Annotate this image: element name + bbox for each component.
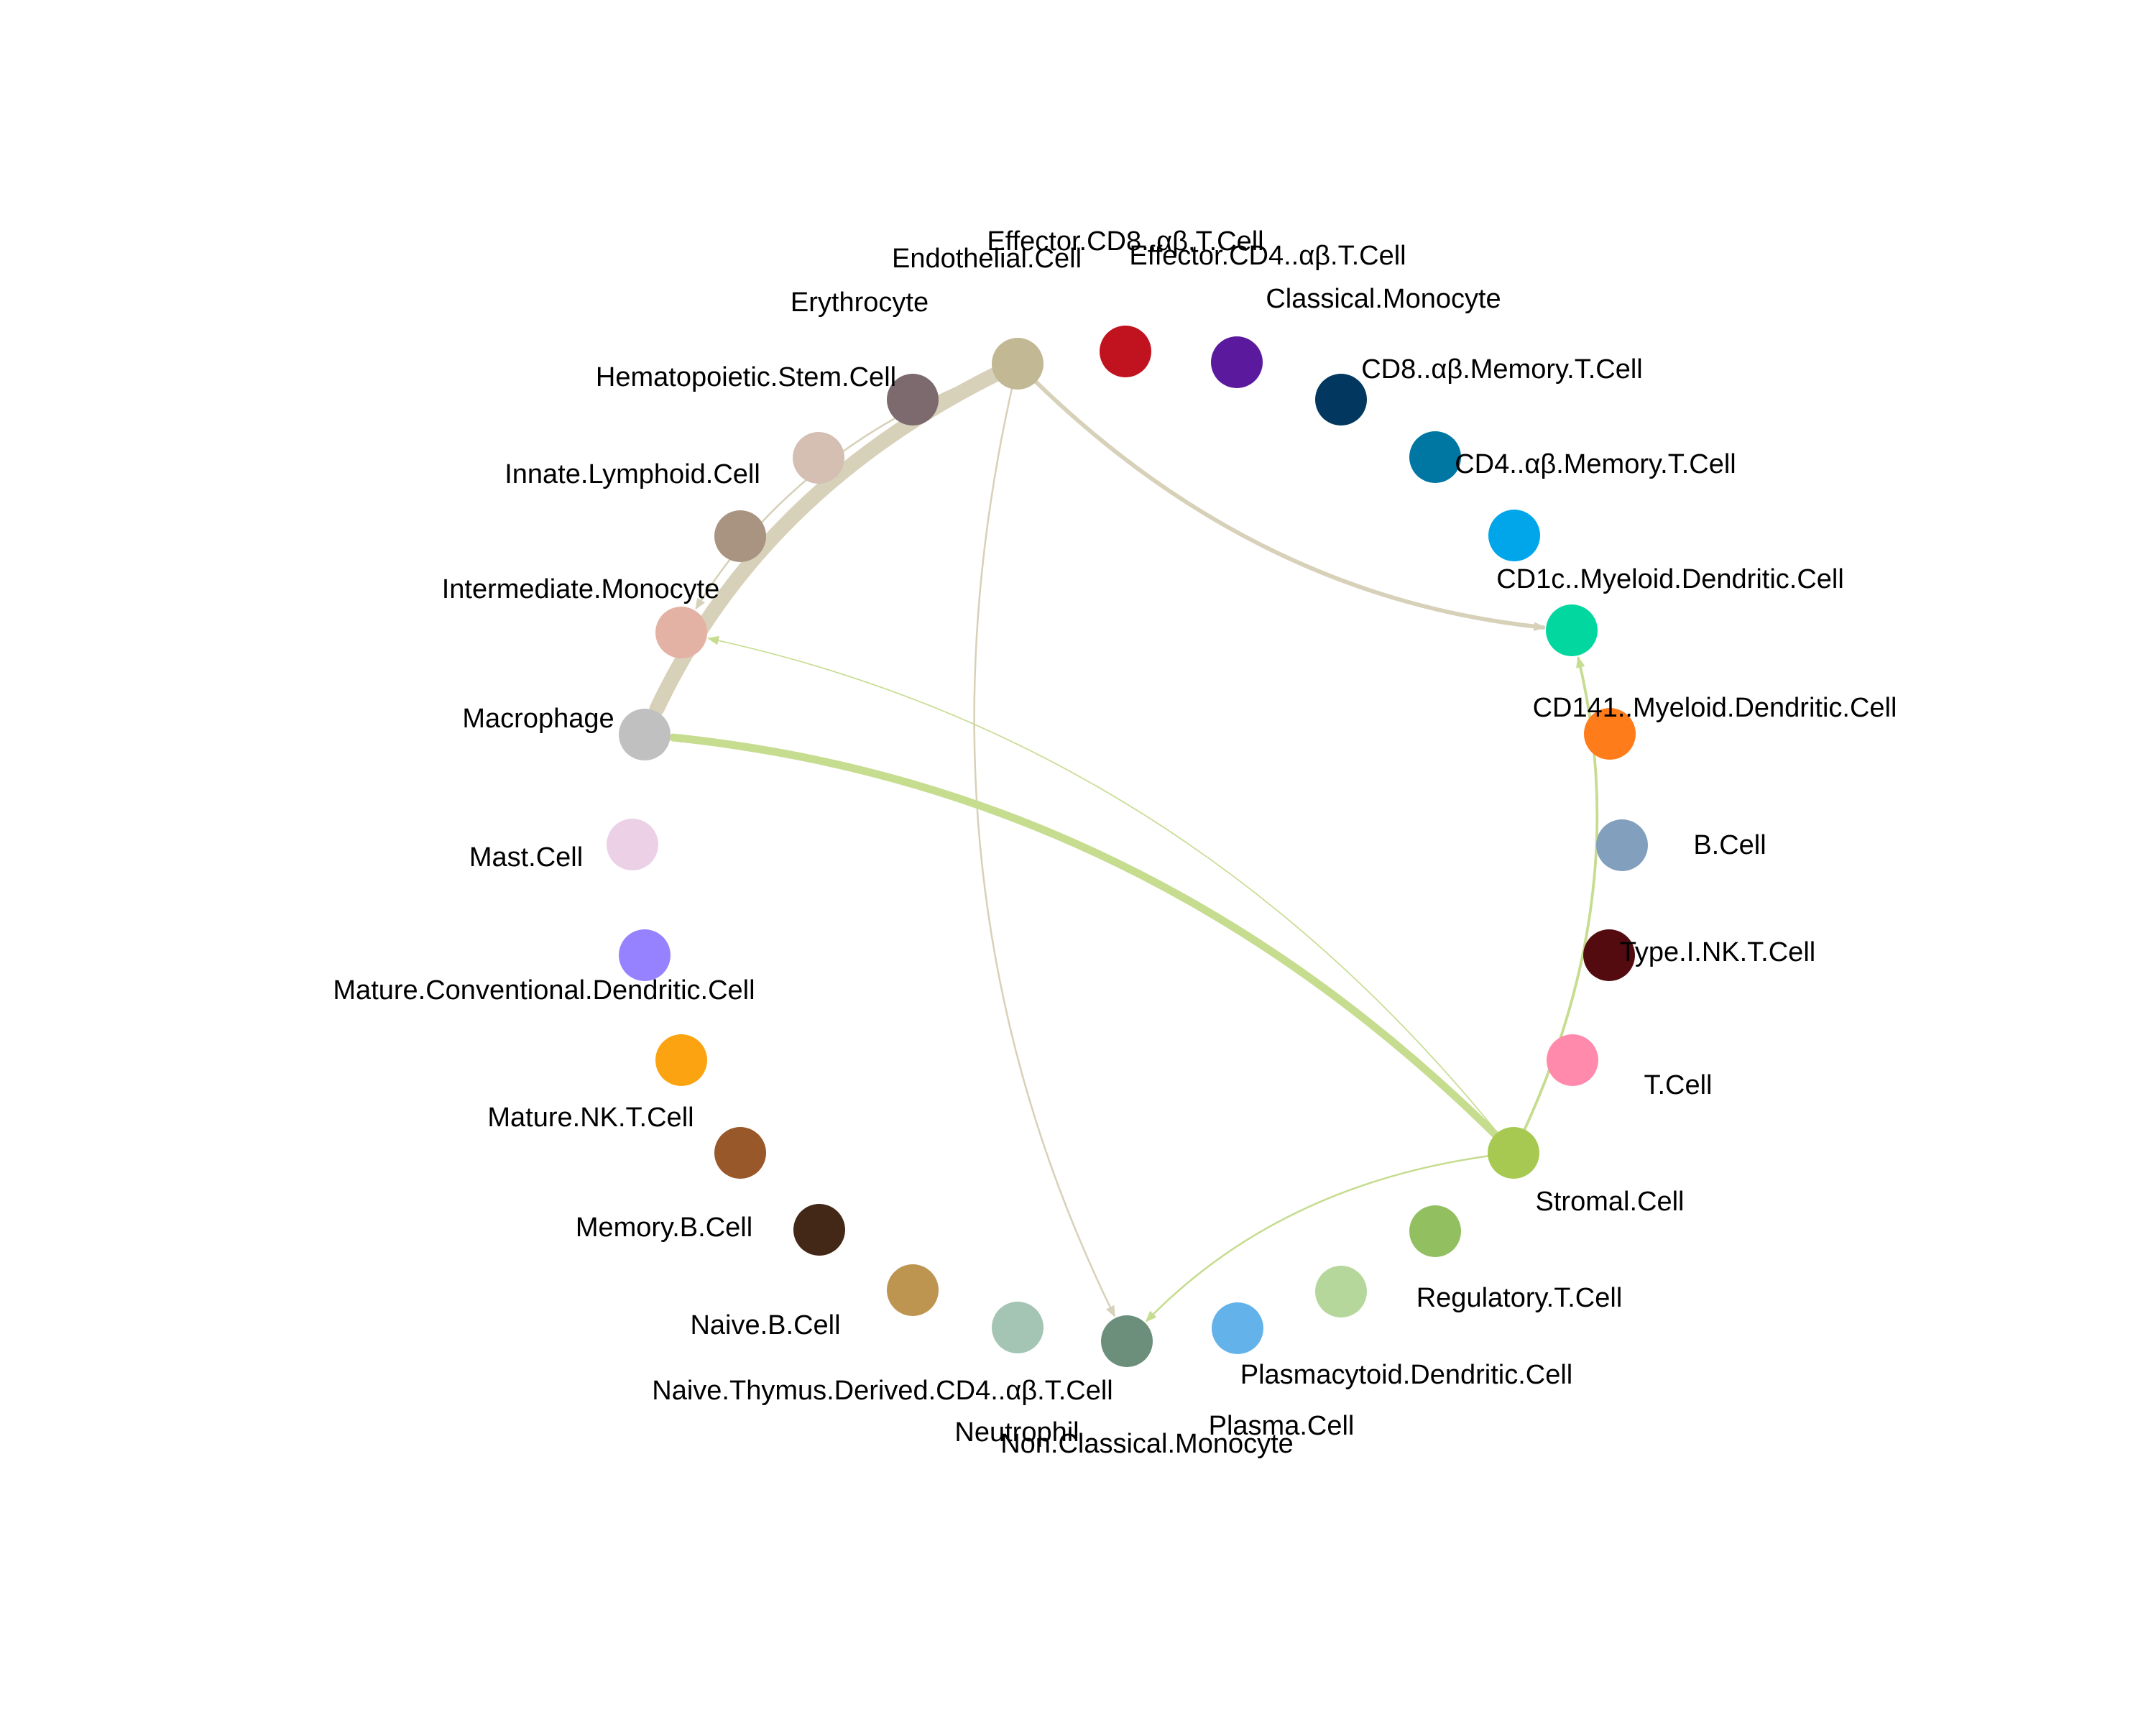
node-label-Plasmacytoid.Dendritic.Cell: Plasmacytoid.Dendritic.Cell bbox=[1240, 1360, 1573, 1390]
node-Naive.Thymus.Derived.CD4..αβ.T.Cell[interactable] bbox=[887, 1264, 939, 1316]
node-label-Non.Classical.Monocyte: Non.Classical.Monocyte bbox=[1000, 1429, 1294, 1459]
node-Endothelial.Cell[interactable] bbox=[992, 338, 1044, 390]
node-label-Mature.Conventional.Dendritic.Cell: Mature.Conventional.Dendritic.Cell bbox=[333, 975, 755, 1006]
node-label-Macrophage: Macrophage bbox=[462, 704, 614, 734]
node-T.Cell[interactable] bbox=[1547, 1034, 1598, 1086]
node-Plasmacytoid.Dendritic.Cell[interactable] bbox=[1315, 1266, 1367, 1317]
node-Hematopoietic.Stem.Cell[interactable] bbox=[793, 432, 844, 484]
node-Non.Classical.Monocyte[interactable] bbox=[1101, 1315, 1153, 1367]
node-Mature.NK.T.Cell[interactable] bbox=[655, 1034, 707, 1086]
edge-Stromal.Cell-to-Macrophage bbox=[669, 733, 1518, 1157]
node-CD4..αβ.Memory.T.Cell[interactable] bbox=[1488, 510, 1540, 561]
node-label-Naive.B.Cell: Naive.B.Cell bbox=[690, 1310, 840, 1340]
edge-Endothelial.Cell-to-CD1c..Myeloid.Dendritic.Cell bbox=[1015, 362, 1546, 631]
edge-Endothelial.Cell-to-Macrophage bbox=[649, 356, 1026, 717]
node-Memory.B.Cell[interactable] bbox=[714, 1127, 766, 1179]
node-label-CD141..Myeloid.Dendritic.Cell: CD141..Myeloid.Dendritic.Cell bbox=[1533, 693, 1897, 723]
edge-Stromal.Cell-to-Intermediate.Monocyte bbox=[706, 635, 1514, 1154]
node-Effector.CD8..αβ.T.Cell[interactable] bbox=[1100, 326, 1151, 377]
node-label-Erythrocyte: Erythrocyte bbox=[791, 288, 929, 318]
nodes-layer bbox=[607, 326, 1648, 1367]
node-Naive.B.Cell[interactable] bbox=[793, 1204, 845, 1256]
node-Classical.Monocyte[interactable] bbox=[1315, 374, 1367, 426]
node-label-Naive.Thymus.Derived.CD4..αβ.T.Cell: Naive.Thymus.Derived.CD4..αβ.T.Cell bbox=[652, 1376, 1112, 1406]
node-label-CD1c..Myeloid.Dendritic.Cell: CD1c..Myeloid.Dendritic.Cell bbox=[1496, 564, 1844, 594]
node-label-CD4..αβ.Memory.T.Cell: CD4..αβ.Memory.T.Cell bbox=[1455, 449, 1736, 479]
node-Innate.Lymphoid.Cell[interactable] bbox=[714, 510, 766, 562]
node-CD8..αβ.Memory.T.Cell[interactable] bbox=[1409, 431, 1461, 483]
node-label-Memory.B.Cell: Memory.B.Cell bbox=[576, 1213, 752, 1243]
node-label-Mature.NK.T.Cell: Mature.NK.T.Cell bbox=[487, 1103, 694, 1133]
edge-Stromal.Cell-to-Non.Classical.Monocyte bbox=[1145, 1151, 1515, 1322]
node-label-Classical.Monocyte: Classical.Monocyte bbox=[1266, 284, 1501, 314]
node-Mast.Cell[interactable] bbox=[607, 819, 658, 870]
node-Macrophage[interactable] bbox=[619, 709, 671, 760]
node-label-B.Cell: B.Cell bbox=[1693, 830, 1766, 860]
node-Type.I.NK.T.Cell[interactable] bbox=[1583, 929, 1635, 981]
node-Stromal.Cell[interactable] bbox=[1488, 1127, 1539, 1179]
node-label-Neutrophil: Neutrophil bbox=[954, 1417, 1079, 1448]
node-Intermediate.Monocyte[interactable] bbox=[655, 607, 707, 658]
node-CD141..Myeloid.Dendritic.Cell[interactable] bbox=[1584, 708, 1636, 760]
edge-Endothelial.Cell-to-Non.Classical.Monocyte bbox=[973, 362, 1115, 1317]
node-label-Intermediate.Monocyte: Intermediate.Monocyte bbox=[442, 574, 720, 604]
node-label-CD8..αβ.Memory.T.Cell: CD8..αβ.Memory.T.Cell bbox=[1361, 354, 1643, 385]
node-Plasma.Cell[interactable] bbox=[1212, 1302, 1263, 1354]
node-B.Cell[interactable] bbox=[1596, 819, 1648, 871]
node-Neutrophil[interactable] bbox=[992, 1302, 1044, 1353]
node-label-Endothelial.Cell: Endothelial.Cell bbox=[892, 244, 1082, 274]
node-label-Hematopoietic.Stem.Cell: Hematopoietic.Stem.Cell bbox=[596, 362, 896, 392]
node-Effector.CD4..αβ.T.Cell[interactable] bbox=[1211, 336, 1263, 388]
node-label-Innate.Lymphoid.Cell: Innate.Lymphoid.Cell bbox=[505, 459, 760, 489]
labels-layer: Effector.CD8..αβ.T.CellEffector.CD4..αβ.… bbox=[333, 226, 1897, 1459]
node-label-T.Cell: T.Cell bbox=[1644, 1070, 1712, 1100]
node-CD1c..Myeloid.Dendritic.Cell[interactable] bbox=[1546, 604, 1598, 656]
node-Mature.Conventional.Dendritic.Cell[interactable] bbox=[619, 929, 671, 981]
node-label-Effector.CD4..αβ.T.Cell: Effector.CD4..αβ.T.Cell bbox=[1129, 241, 1406, 271]
node-Erythrocyte[interactable] bbox=[887, 374, 939, 426]
node-label-Plasma.Cell: Plasma.Cell bbox=[1209, 1411, 1355, 1441]
node-Regulatory.T.Cell[interactable] bbox=[1409, 1205, 1461, 1257]
node-label-Mast.Cell: Mast.Cell bbox=[469, 842, 583, 873]
node-label-Effector.CD8..αβ.T.Cell: Effector.CD8..αβ.T.Cell bbox=[987, 226, 1263, 257]
node-label-Type.I.NK.T.Cell: Type.I.NK.T.Cell bbox=[1620, 937, 1815, 967]
edges-layer bbox=[649, 356, 1599, 1322]
node-label-Stromal.Cell: Stromal.Cell bbox=[1536, 1187, 1685, 1217]
node-label-Regulatory.T.Cell: Regulatory.T.Cell bbox=[1416, 1283, 1623, 1313]
